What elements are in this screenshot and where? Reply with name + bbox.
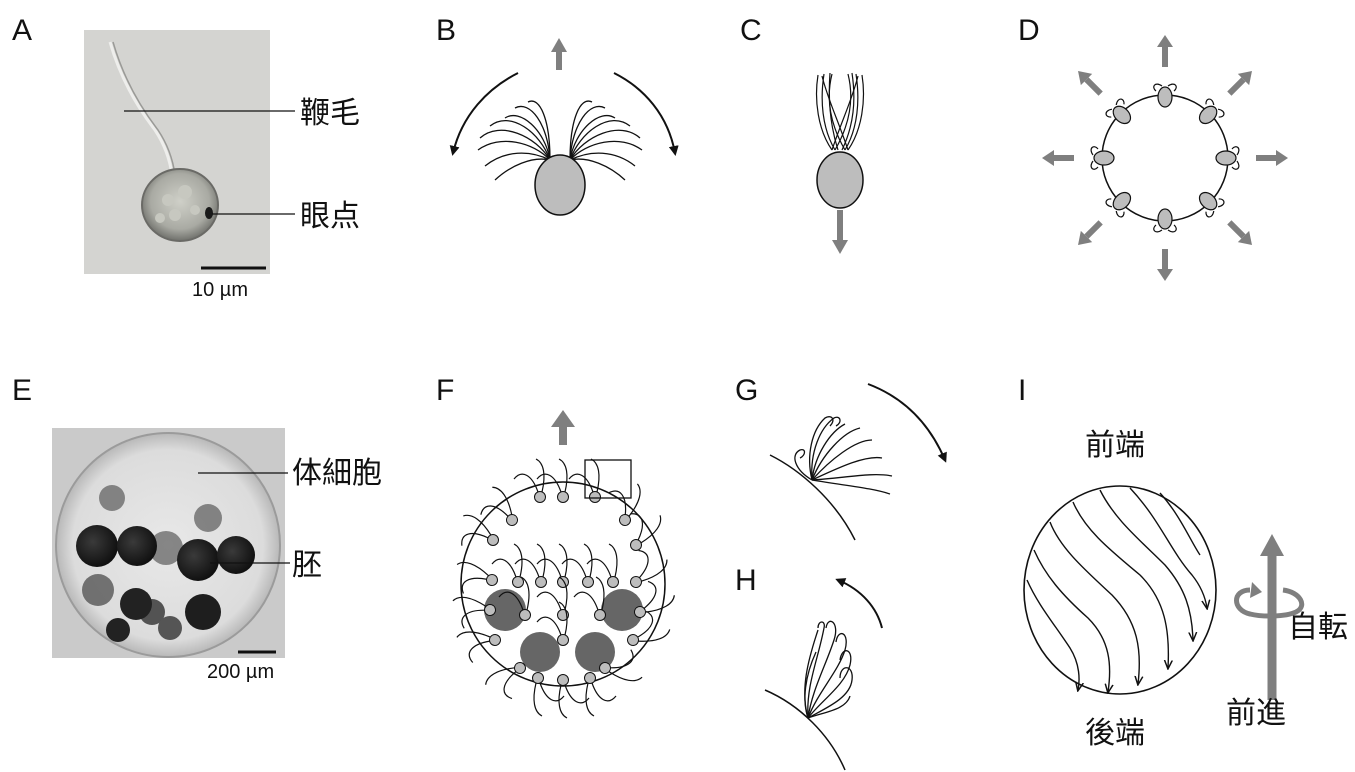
stroke-arrow-g: [868, 384, 945, 460]
forward-label: 前進: [1226, 696, 1286, 731]
somatic-cell-label: 体細胞: [292, 456, 382, 491]
panel-e: E 体細胞 胚 200 µm: [12, 374, 382, 683]
panel-label-f: F: [436, 374, 454, 407]
panel-b: B: [436, 14, 675, 215]
scale-label-a: 10 µm: [192, 279, 248, 301]
panel-f: F: [436, 374, 678, 718]
cell-body-c: [817, 152, 863, 208]
panel-c: C: [740, 14, 863, 254]
stroke-arrow-right: [614, 73, 675, 153]
embryo-1: [76, 525, 118, 567]
outward-arrow: [1087, 222, 1101, 236]
panel-d: D: [1018, 14, 1288, 281]
eyespot-mark: [205, 207, 213, 219]
posterior-label: 後端: [1085, 716, 1145, 751]
panel-a: A 鞭毛 眼点 10 µm: [12, 14, 360, 301]
embryo-3: [177, 539, 219, 581]
panel-label-h: H: [735, 564, 757, 597]
scale-label-e: 200 µm: [207, 661, 274, 683]
outward-arrow: [1229, 222, 1243, 236]
stroke-arrow-h: [838, 580, 882, 628]
eyespot-label: 眼点: [300, 199, 360, 234]
cell-body-a: [142, 169, 218, 241]
flagella-c: [817, 73, 864, 150]
panel-label-a: A: [12, 14, 32, 47]
outward-arrow: [1087, 80, 1101, 94]
large-embryo-3: [520, 632, 560, 672]
flagella-h: [805, 621, 852, 718]
anterior-label: 前端: [1085, 428, 1145, 463]
rotation-label: 自転: [1288, 610, 1348, 645]
flagellum-label: 鞭毛: [300, 96, 360, 131]
panel-label-b: B: [436, 14, 456, 47]
panel-label-i: I: [1018, 374, 1026, 407]
panel-label-d: D: [1018, 14, 1040, 47]
colony-ellipse-i: [1024, 486, 1216, 694]
panel-label-e: E: [12, 374, 32, 407]
panel-label-c: C: [740, 14, 762, 47]
embryo-4: [217, 536, 255, 574]
panel-i: I 前端 後端 自転 前進: [1018, 374, 1348, 751]
panel-label-g: G: [735, 374, 758, 407]
panel-g: G: [735, 374, 945, 540]
cell-body-b: [535, 155, 585, 215]
embryo-2: [117, 526, 157, 566]
embryo-label: 胚: [292, 548, 322, 583]
panel-h: H: [735, 564, 882, 770]
outward-arrow: [1229, 80, 1243, 94]
